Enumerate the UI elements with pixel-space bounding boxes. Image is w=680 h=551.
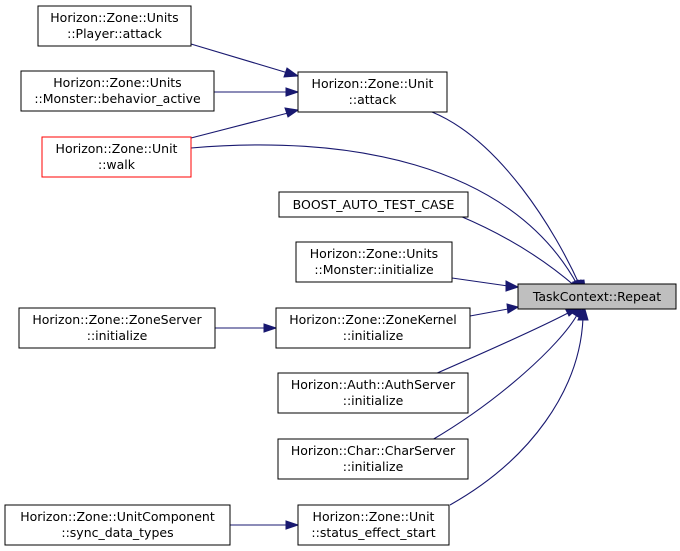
node-monster-behavior-line2: ::Monster::behavior_active (34, 91, 201, 106)
node-boost-auto-test-case[interactable]: BOOST_AUTO_TEST_CASE (278, 191, 469, 218)
node-repeat-label: TaskContext::Repeat (532, 289, 661, 304)
node-zonekernel-init-line1: Horizon::Zone::ZoneKernel (289, 312, 457, 327)
node-monster-behavior-line1: Horizon::Zone::Units (53, 75, 181, 90)
node-authserver-init-line2: ::initialize (343, 393, 404, 408)
node-taskcontext-repeat[interactable]: TaskContext::Repeat (517, 283, 677, 310)
edge-monster-behavior-to-unit-attack (214, 87, 300, 97)
node-unit-attack[interactable]: Horizon::Zone::Unit ::attack (297, 71, 448, 113)
node-unit-walk[interactable]: Horizon::Zone::Unit ::walk (41, 136, 192, 178)
node-player-attack[interactable]: Horizon::Zone::Units ::Player::attack (37, 5, 192, 47)
node-monster-init-line1: Horizon::Zone::Units (310, 246, 438, 261)
node-monster-behavior-active[interactable]: Horizon::Zone::Units ::Monster::behavior… (20, 70, 215, 112)
node-status-effect-line2: ::status_effect_start (311, 525, 435, 540)
node-zoneserver-init-line2: ::initialize (87, 328, 148, 343)
edge-monster-init-to-repeat (451, 277, 520, 292)
node-authserver-init-line1: Horizon::Auth::AuthServer (291, 377, 456, 392)
edge-zoneserver-init-to-zonekernel-init (215, 323, 278, 333)
edge-sync-data-to-status-effect (230, 520, 300, 530)
node-zoneserver-init-line1: Horizon::Zone::ZoneServer (32, 312, 202, 327)
node-zonekernel-initialize[interactable]: Horizon::Zone::ZoneKernel ::initialize (275, 307, 471, 349)
node-authserver-initialize[interactable]: Horizon::Auth::AuthServer ::initialize (277, 372, 469, 414)
node-charserver-init-line2: ::initialize (343, 459, 404, 474)
node-charserver-initialize[interactable]: Horizon::Char::CharServer ::initialize (277, 438, 469, 480)
edge-unit-walk-to-unit-attack (190, 107, 300, 139)
node-charserver-init-line1: Horizon::Char::CharServer (291, 443, 456, 458)
node-unit-walk-line1: Horizon::Zone::Unit (56, 141, 178, 156)
node-unit-walk-line2: ::walk (98, 157, 136, 172)
node-monster-initialize[interactable]: Horizon::Zone::Units ::Monster::initiali… (295, 241, 453, 283)
edge-boost-test-to-repeat (459, 215, 586, 296)
node-zonekernel-init-line2: ::initialize (343, 328, 404, 343)
node-zoneserver-initialize[interactable]: Horizon::Zone::ZoneServer ::initialize (18, 307, 216, 349)
edge-player-attack-to-unit-attack (190, 43, 300, 78)
node-player-attack-line2: ::Player::attack (67, 26, 163, 41)
node-status-effect-start[interactable]: Horizon::Zone::Unit ::status_effect_star… (297, 504, 450, 546)
node-unit-attack-line1: Horizon::Zone::Unit (312, 76, 434, 91)
node-status-effect-line1: Horizon::Zone::Unit (313, 509, 435, 524)
node-unit-attack-line2: ::attack (349, 92, 397, 107)
node-sync-data-line2: ::sync_data_types (61, 525, 173, 540)
edge-status-effect-to-repeat (449, 304, 589, 506)
node-player-attack-line1: Horizon::Zone::Units (50, 10, 178, 25)
node-boost-test-line1: BOOST_AUTO_TEST_CASE (293, 197, 455, 212)
edge-zonekernel-init-to-repeat (469, 303, 520, 317)
node-sync-data-types[interactable]: Horizon::Zone::UnitComponent ::sync_data… (4, 504, 231, 546)
node-sync-data-line1: Horizon::Zone::UnitComponent (20, 509, 215, 524)
node-monster-init-line2: ::Monster::initialize (314, 262, 434, 277)
